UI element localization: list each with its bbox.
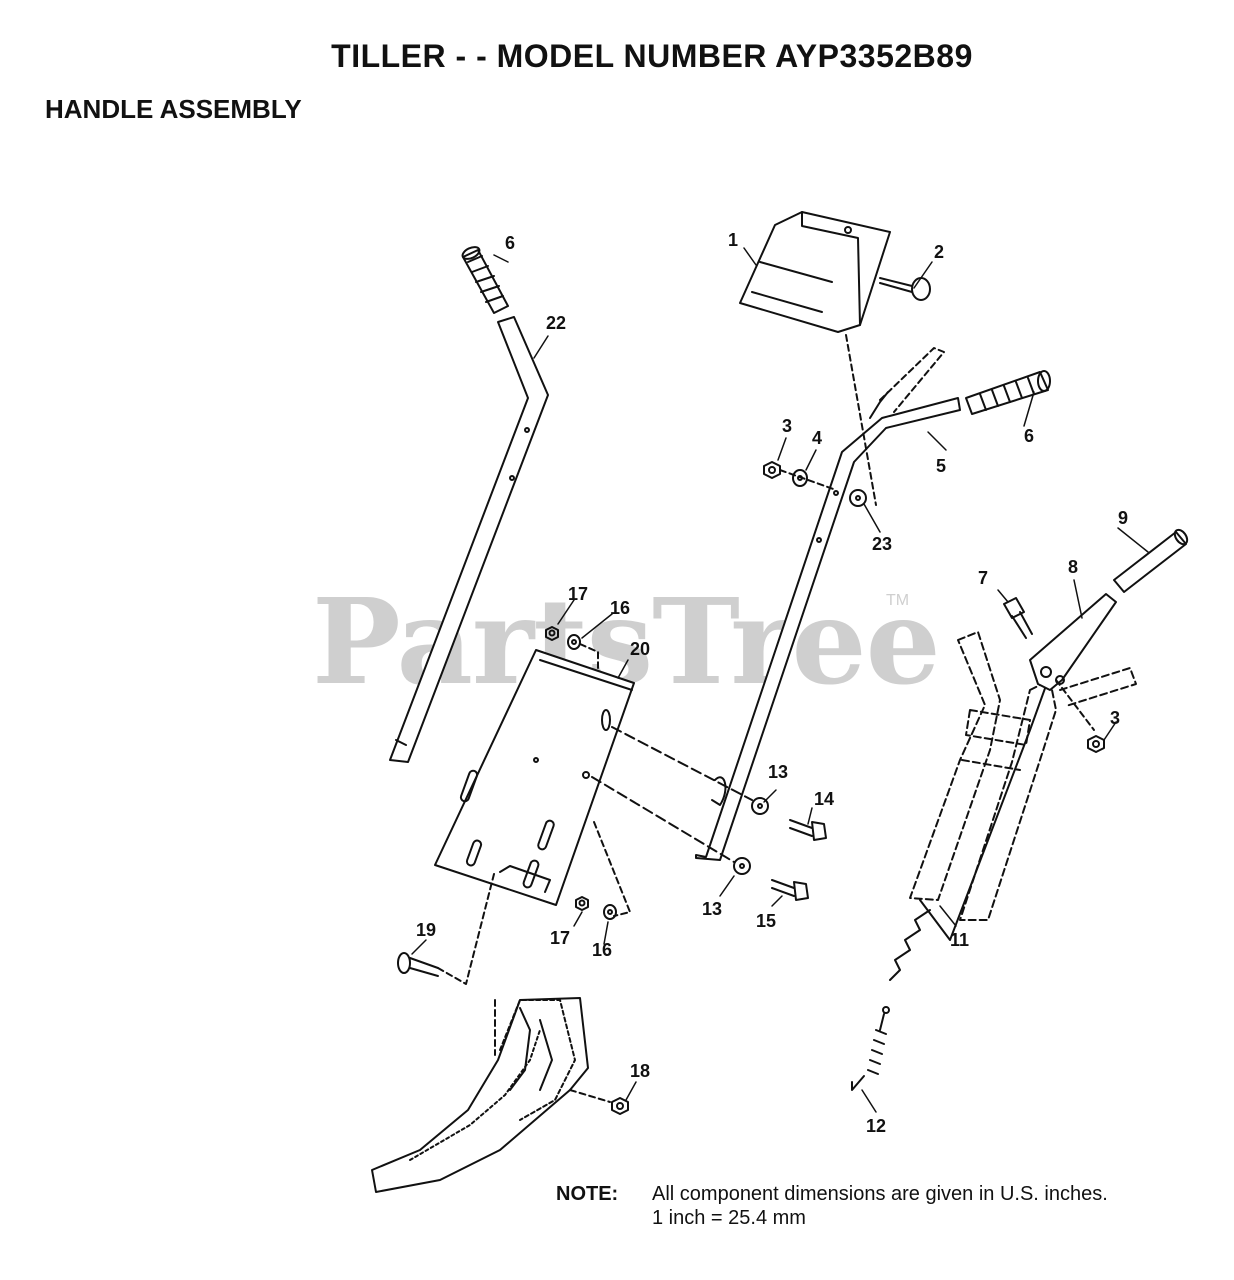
leader-lines [411,247,1149,1113]
callout-3-upper: 3 [782,416,792,436]
callout-15: 15 [756,911,776,931]
note-line-2: 1 inch = 25.4 mm [652,1207,806,1229]
left-handgrip [461,246,509,314]
callout-20: 20 [630,639,650,659]
handle-mounting-plate [434,649,635,906]
callout-14: 14 [814,789,834,809]
shoulder-bolt-part-7 [1003,597,1033,639]
callout-18: 18 [630,1061,650,1081]
callout-17-upper: 17 [568,584,588,604]
hardware-13-14-15 [591,726,827,901]
nut-part-3-right [1087,735,1105,753]
tiller-frame [371,997,611,1193]
left-handle-tube [389,316,549,763]
return-spring [851,1006,890,1091]
hardware-16-17-upper [545,626,599,669]
callout-5: 5 [936,456,946,476]
hardware-3-4-23 [763,334,877,507]
callout-16-upper: 16 [610,598,630,618]
callout-13-lower: 13 [702,899,722,919]
note-line-1: All component dimensions are given in U.… [652,1183,1108,1205]
right-handgrip [965,370,1051,415]
callout-4: 4 [812,428,822,448]
callout-22: 22 [546,313,566,333]
note-label: NOTE: [556,1183,619,1205]
control-lever [1029,593,1117,731]
callout-8: 8 [1068,557,1078,577]
callout-2: 2 [934,242,944,262]
lever-grip [1113,528,1189,593]
control-handle-ghost [909,631,1137,921]
callout-1: 1 [728,230,738,250]
callout-11: 11 [950,930,969,950]
hardware-16-17-lower [575,821,631,920]
callout-6-left: 6 [505,233,515,253]
control-cable [889,679,1049,981]
callout-7: 7 [978,568,988,588]
bolt-part-19 [397,873,495,985]
callout-6-right: 6 [1024,426,1034,446]
bolt-part-2 [879,277,931,301]
callout-9: 9 [1118,508,1128,528]
control-panel-bracket [739,211,891,333]
callout-12: 12 [866,1116,886,1136]
callout-23: 23 [872,534,892,554]
assembly-subtitle: HANDLE ASSEMBLY [45,94,302,124]
page-title: TILLER - - MODEL NUMBER AYP3352B89 [331,38,973,74]
nut-part-18 [611,1097,629,1115]
callout-19: 19 [416,920,436,940]
dimensions-note: NOTE: All component dimensions are given … [556,1182,1108,1230]
right-handle-tube [695,347,961,861]
callout-13-upper: 13 [768,762,788,782]
callout-17-lower: 17 [550,928,570,948]
watermark-trademark: TM [886,592,910,609]
callout-16-lower: 16 [592,940,612,960]
callout-labels: 6 22 1 2 3 4 5 6 23 9 8 7 3 11 12 13 14 … [416,230,1128,1136]
callout-3-right: 3 [1110,708,1120,728]
